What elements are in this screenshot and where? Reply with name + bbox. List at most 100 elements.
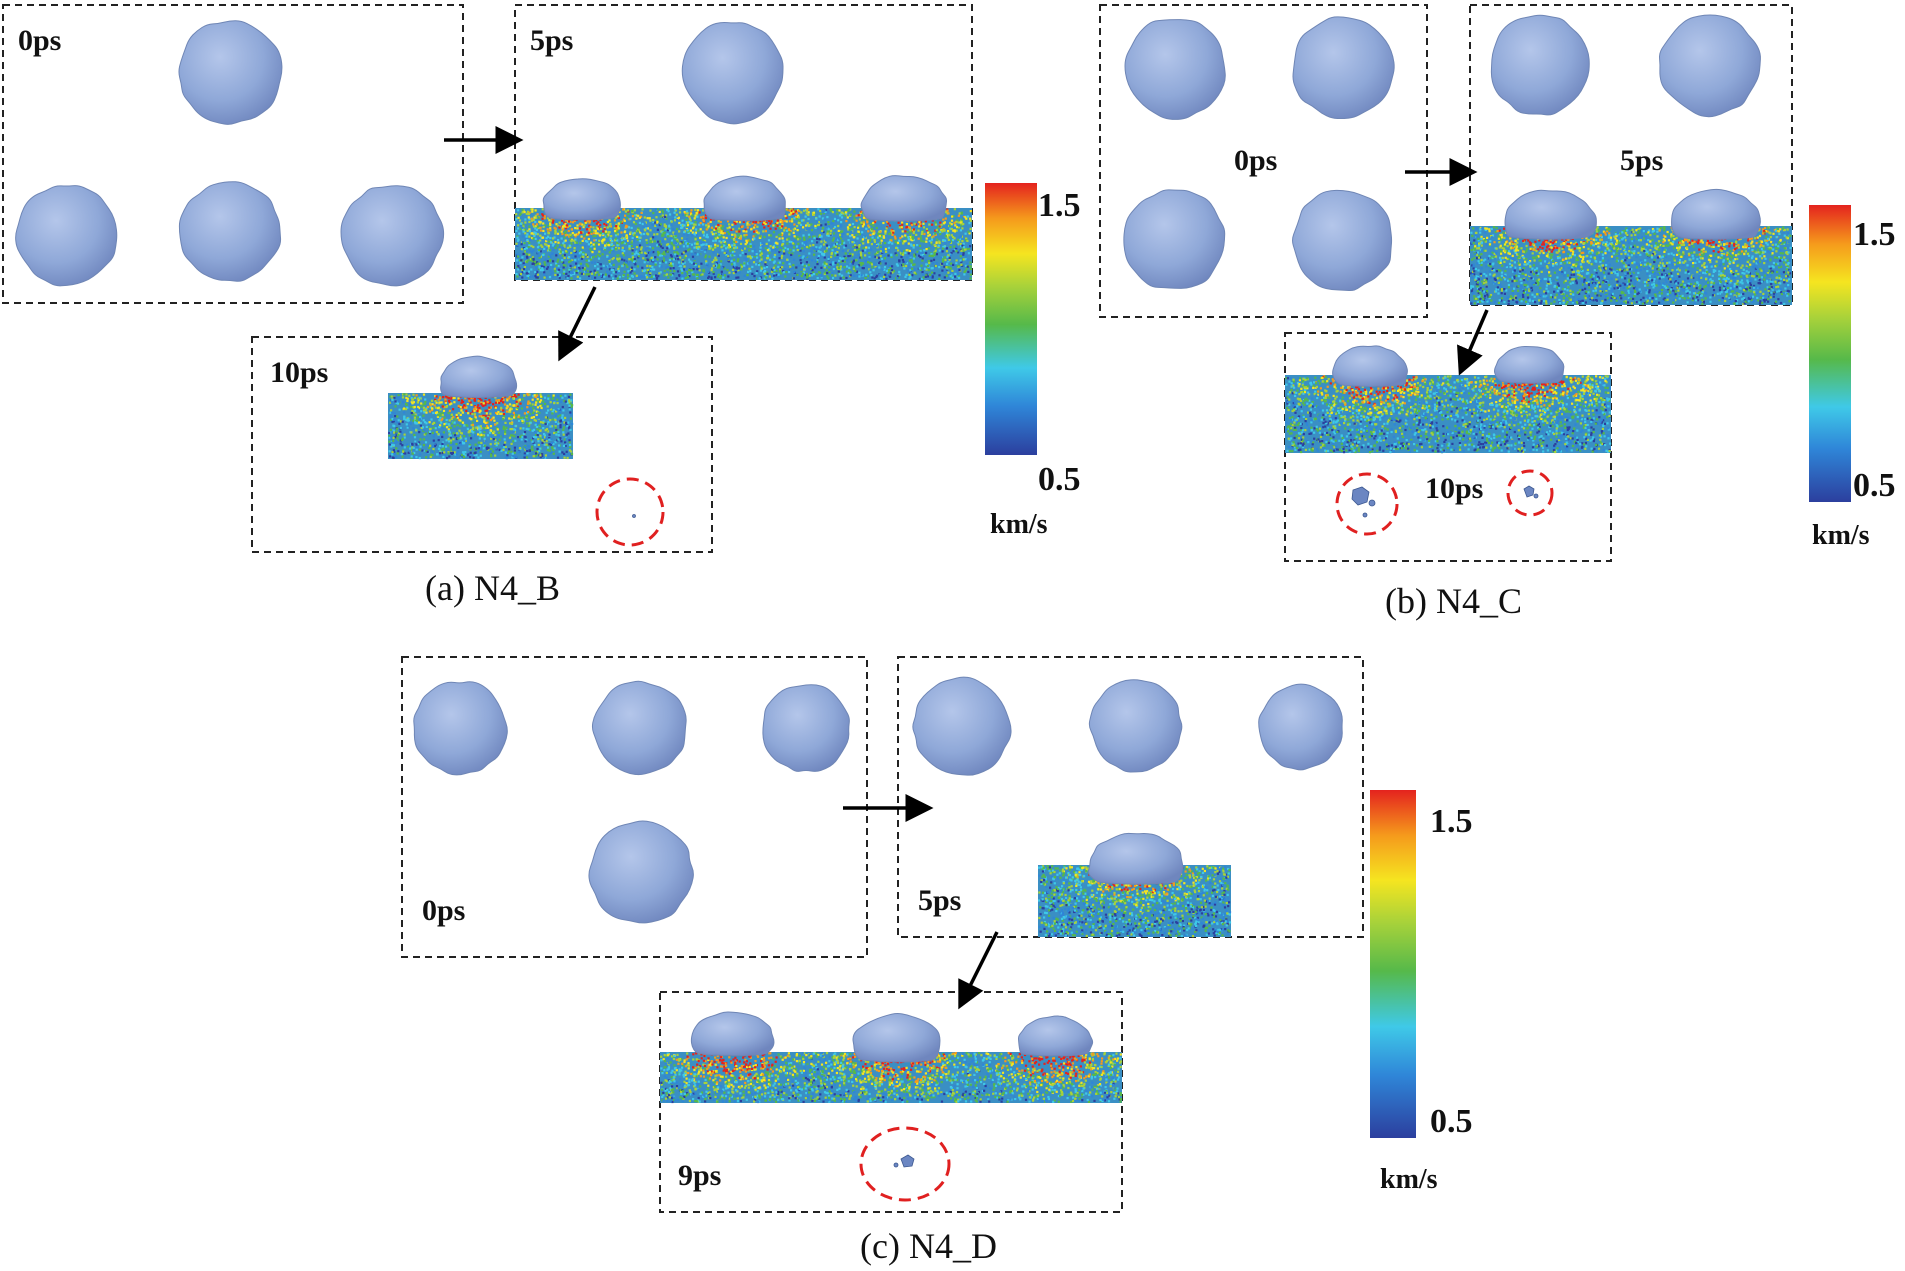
frame-border xyxy=(2,4,464,304)
colorbar-max-label: 1.5 xyxy=(1038,187,1081,224)
colorbar-min-label: 0.5 xyxy=(1430,1103,1473,1140)
colorbar-b: 1.5 0.5 km/s xyxy=(1809,205,1896,551)
arrow-down xyxy=(1457,309,1489,376)
particle xyxy=(1292,16,1395,120)
frame-label: 10ps xyxy=(1425,472,1483,505)
debris-fragment xyxy=(1533,493,1539,499)
particle-group xyxy=(15,20,445,287)
particle xyxy=(1332,345,1408,387)
frame-c-9ps: 9ps xyxy=(659,991,1123,1213)
frame-border xyxy=(251,336,713,553)
particle xyxy=(1088,679,1183,773)
particle xyxy=(762,684,850,772)
particle-group xyxy=(1123,16,1395,292)
substrate-slab xyxy=(1285,375,1612,454)
frame-border xyxy=(1099,4,1428,318)
debris-fragment xyxy=(1368,499,1376,507)
panel-caption: (a) N4_B xyxy=(425,568,560,608)
particle-group xyxy=(440,355,518,398)
particle xyxy=(1017,1015,1094,1057)
panel-caption: (b) N4_C xyxy=(1385,581,1522,621)
frame-b-10ps: 10ps xyxy=(1284,332,1612,562)
panel-b: 0ps 5ps 10ps 1.5 0 xyxy=(1099,4,1896,621)
substrate-slab xyxy=(388,393,574,460)
debris-ring xyxy=(1335,472,1399,536)
frame-a-10ps: 10ps xyxy=(251,336,713,553)
particle xyxy=(1490,14,1590,116)
frame-b-5ps: 5ps xyxy=(1469,4,1793,306)
colorbar-max-label: 1.5 xyxy=(1430,803,1473,840)
particle-group xyxy=(413,680,850,924)
particle xyxy=(413,681,508,776)
debris-fragment xyxy=(893,1162,899,1168)
colorbar-min-label: 0.5 xyxy=(1038,461,1081,498)
frame-c-5ps: 5ps xyxy=(897,656,1364,938)
particle xyxy=(860,175,948,222)
debris-ring xyxy=(595,477,665,547)
particle xyxy=(690,1011,775,1057)
debris-fragment xyxy=(1362,512,1368,518)
particle xyxy=(852,1013,941,1063)
debris-fragment xyxy=(1351,486,1370,506)
colorbar-unit: km/s xyxy=(1380,1164,1438,1195)
colorbar-gradient xyxy=(1370,790,1416,1138)
frame-label: 0ps xyxy=(1234,144,1277,177)
frame-a-0ps: 0ps xyxy=(2,4,464,304)
frame-border xyxy=(1284,332,1612,562)
particle xyxy=(1088,832,1184,885)
colorbar-a: 1.5 0.5 km/s xyxy=(985,183,1081,540)
particle-group xyxy=(1332,345,1565,387)
particle xyxy=(1671,188,1761,240)
colorbar-c: 1.5 0.5 km/s xyxy=(1370,790,1473,1195)
colorbar-max-label: 1.5 xyxy=(1853,216,1896,253)
arrow-down xyxy=(558,286,597,362)
frame-label: 5ps xyxy=(1620,144,1663,177)
colorbar-gradient xyxy=(1809,205,1851,502)
substrate-atoms xyxy=(388,393,574,460)
frame-c-0ps: 0ps xyxy=(401,656,868,958)
particle xyxy=(591,680,687,776)
debris-fragment xyxy=(632,514,636,518)
colorbar-unit: km/s xyxy=(1812,520,1870,551)
particle xyxy=(178,181,282,282)
frame-label: 5ps xyxy=(530,24,573,57)
particle xyxy=(1292,189,1393,292)
colorbar-min-label: 0.5 xyxy=(1853,467,1896,504)
frame-label: 10ps xyxy=(270,356,328,389)
frame-label: 9ps xyxy=(678,1159,721,1192)
particle xyxy=(681,21,784,125)
particle xyxy=(1123,189,1226,289)
frame-a-5ps: 5ps xyxy=(514,4,973,281)
particle xyxy=(703,175,786,222)
particle xyxy=(588,820,694,924)
frame-b-0ps: 0ps xyxy=(1099,4,1428,318)
frame-label: 0ps xyxy=(422,894,465,927)
debris-ring xyxy=(1506,469,1554,517)
particle xyxy=(1494,345,1565,384)
colorbar-unit: km/s xyxy=(990,509,1048,540)
particle xyxy=(15,185,118,287)
frame-label: 5ps xyxy=(918,884,961,917)
particle-group xyxy=(1490,14,1761,240)
panel-caption: (c) N4_D xyxy=(860,1226,997,1266)
particle xyxy=(178,20,283,125)
panel-c: 0ps 5ps 9ps 1.5 0.5 km/s (c) N4 xyxy=(401,656,1473,1266)
frame-label: 0ps xyxy=(18,24,61,57)
particle-group xyxy=(912,676,1343,885)
substrate-atoms xyxy=(1285,375,1612,454)
particle-group xyxy=(542,21,948,222)
particle xyxy=(1124,19,1226,120)
particle xyxy=(542,178,621,221)
particle xyxy=(440,355,518,398)
debris-fragment xyxy=(1523,485,1535,498)
panel-a: 0ps 5ps 10ps 1.5 0.5 km/s (a) N xyxy=(2,4,1081,608)
debris-fragment xyxy=(900,1154,915,1168)
arrow-down xyxy=(958,931,999,1010)
particle xyxy=(340,185,445,287)
particle xyxy=(1504,189,1597,240)
particle-group xyxy=(690,1011,1094,1063)
debris-ring xyxy=(859,1126,951,1202)
particle xyxy=(912,676,1012,776)
particle xyxy=(1659,14,1761,118)
